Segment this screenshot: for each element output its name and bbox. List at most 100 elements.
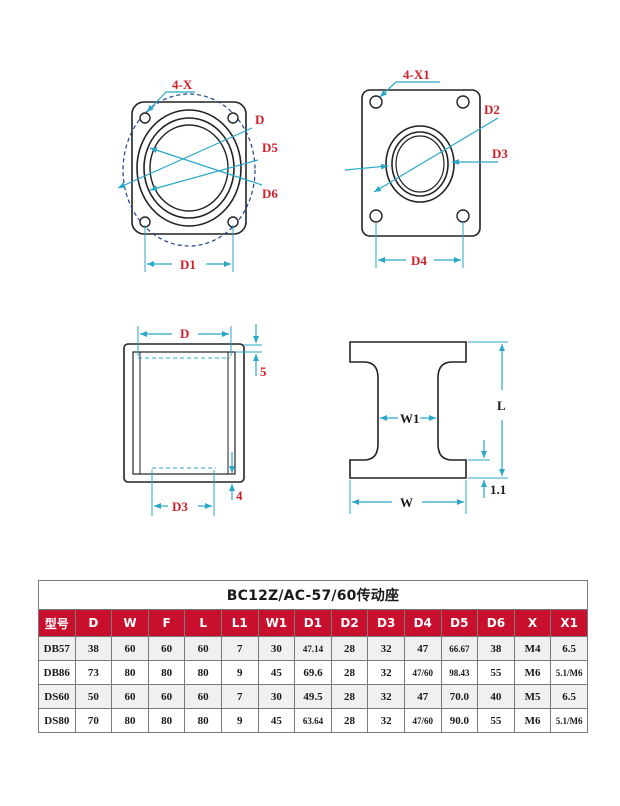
side-d-label: D — [180, 326, 189, 341]
table-cell: 5.1/M6 — [550, 708, 588, 733]
table-cell: 38 — [74, 636, 113, 661]
column-header: D2 — [330, 609, 369, 637]
table-cell: DS80 — [38, 708, 76, 733]
table-title: BC12Z/AC-57/60传动座 — [38, 580, 588, 610]
table-cell: 5.1/M6 — [550, 660, 588, 685]
table-cell: 7 — [220, 636, 259, 661]
section-view: W1 L W 1.1 — [349, 341, 508, 514]
table-cell: 70.0 — [440, 684, 479, 709]
column-header: 型号 — [38, 609, 76, 637]
table-cell: DB57 — [38, 636, 76, 661]
flange-back-view: 4-X1 D2 D3 D4 — [344, 67, 508, 268]
table-cell: 98.43 — [440, 660, 479, 685]
top-thickness-label: 5 — [260, 364, 267, 379]
side-view: D 5 4 D3 — [123, 324, 267, 516]
hole-label: 4-X — [172, 77, 193, 92]
table-cell: M6 — [513, 660, 552, 685]
hole-label-x1: 4-X1 — [403, 67, 430, 82]
table-cell: 45 — [257, 660, 296, 685]
table-cell: 45 — [257, 708, 296, 733]
table-cell: 28 — [330, 708, 369, 733]
table-cell: 55 — [477, 708, 515, 733]
table-cell: 47 — [403, 636, 442, 661]
table-cell: 30 — [257, 636, 296, 661]
w-label: W — [400, 495, 413, 510]
table-cell: 60 — [184, 684, 222, 709]
column-header: D6 — [477, 609, 515, 637]
column-header: D1 — [294, 609, 332, 637]
d1-label: D1 — [180, 257, 196, 272]
table-cell: 47 — [403, 684, 442, 709]
table-cell: 80 — [147, 660, 186, 685]
side-d3-label: D3 — [172, 499, 188, 514]
table-cell: 6.5 — [550, 684, 588, 709]
w1-label: W1 — [400, 411, 420, 426]
table-cell: 30 — [257, 684, 296, 709]
table-cell: 60 — [111, 636, 149, 661]
table-cell: DS60 — [38, 684, 76, 709]
table-cell: 50 — [74, 684, 113, 709]
table-cell: 55 — [477, 660, 515, 685]
d4-label: D4 — [411, 253, 427, 268]
column-header: D3 — [367, 609, 405, 637]
table-cell: 63.64 — [294, 708, 332, 733]
table-cell: 80 — [111, 708, 149, 733]
table-cell: 32 — [367, 636, 405, 661]
table-cell: 38 — [477, 636, 515, 661]
table-cell: 90.0 — [440, 708, 479, 733]
column-header: D5 — [440, 609, 479, 637]
table-cell: 9 — [220, 660, 259, 685]
table-cell: 70 — [74, 708, 113, 733]
d2-label: D2 — [484, 102, 500, 117]
table-cell: 28 — [330, 636, 369, 661]
table-cell: 6.5 — [550, 636, 588, 661]
table-cell: 47/60 — [403, 708, 442, 733]
d-label: D — [255, 112, 264, 127]
l1-dim-label: 1.1 — [490, 482, 506, 497]
d6-label: D6 — [262, 186, 278, 201]
table-cell: 47.14 — [294, 636, 332, 661]
table-cell: 80 — [184, 660, 222, 685]
d5-label: D5 — [262, 140, 278, 155]
bottom-thickness-label: 4 — [236, 488, 243, 503]
table-cell: 80 — [184, 708, 222, 733]
table-cell: 60 — [147, 684, 186, 709]
table-cell: 47/60 — [403, 660, 442, 685]
table-cell: 28 — [330, 684, 369, 709]
column-header: F — [147, 609, 186, 637]
table-cell: 80 — [147, 708, 186, 733]
table-cell: 32 — [367, 684, 405, 709]
table-cell: 32 — [367, 708, 405, 733]
technical-drawings: 4-X D D5 D6 D1 4-X1 D2 D3 D4 — [117, 67, 508, 516]
column-header: D4 — [403, 609, 442, 637]
table-cell: 66.67 — [440, 636, 479, 661]
l-label: L — [497, 398, 506, 413]
column-header: L — [184, 609, 222, 637]
table-cell: 69.6 — [294, 660, 332, 685]
table-cell: 49.5 — [294, 684, 332, 709]
column-header: W — [111, 609, 149, 637]
table-cell: 28 — [330, 660, 369, 685]
table-cell: 60 — [147, 636, 186, 661]
flange-front-view: 4-X D D5 D6 D1 — [117, 77, 278, 272]
table-cell: 40 — [477, 684, 515, 709]
table-cell: 60 — [111, 684, 149, 709]
table-cell: 73 — [74, 660, 113, 685]
table-cell: 60 — [184, 636, 222, 661]
d3-label: D3 — [492, 146, 508, 161]
table-cell: DB86 — [38, 660, 76, 685]
column-header: L1 — [220, 609, 259, 637]
table-cell: 32 — [367, 660, 405, 685]
table-cell: M4 — [513, 636, 552, 661]
table-cell: M6 — [513, 708, 552, 733]
column-header: X1 — [550, 609, 588, 637]
table-cell: 80 — [111, 660, 149, 685]
column-header: W1 — [257, 609, 296, 637]
